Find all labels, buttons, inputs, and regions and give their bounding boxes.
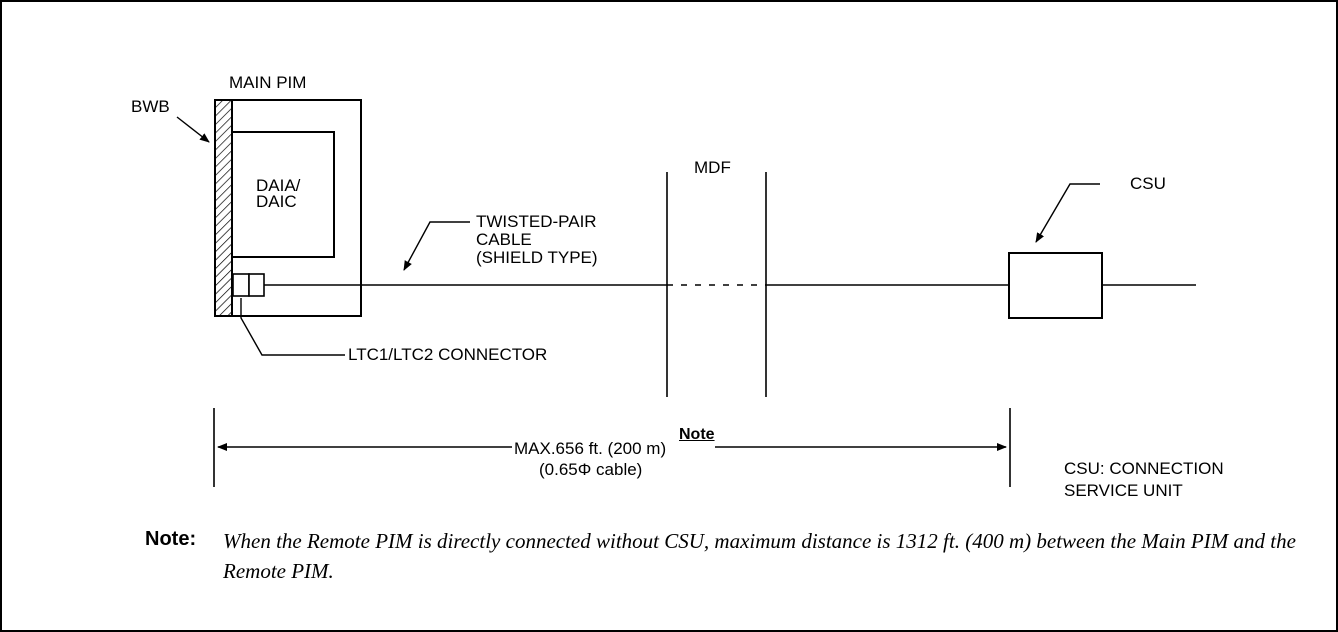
twisted-pair-label: TWISTED-PAIR CABLE (SHIELD TYPE) [476,212,598,267]
note-text: When the Remote PIM is directly connecte… [223,529,1296,583]
ltc-connector [232,273,250,297]
distance-note-ref: Note [679,426,715,443]
csu-label: CSU [1130,174,1166,193]
main-pim-label: MAIN PIM [229,73,307,92]
note-label: Note: [145,528,197,550]
ltc-connector-label: LTC1/LTC2 CONNECTOR [348,345,548,364]
bwb-backboard [214,99,233,317]
ltc-connector-leader [240,298,345,356]
daia-daic-card [231,131,335,258]
csu-box [1008,252,1103,319]
twisted-pair-pointer [403,221,470,271]
csu-definition: CSU: CONNECTION SERVICE UNIT [1064,459,1224,500]
ltc-connector-plug [248,273,265,297]
cable-spec-label: (0.65Φ cable) [539,460,643,479]
daia-daic-label: DAIA/ DAIC [256,176,301,211]
csu-pointer [1035,183,1100,243]
distance-label: MAX.656 ft. (200 m) [514,439,667,458]
bwb-label: BWB [131,97,170,116]
bwb-pointer [176,116,210,143]
mdf-label: MDF [694,158,731,177]
